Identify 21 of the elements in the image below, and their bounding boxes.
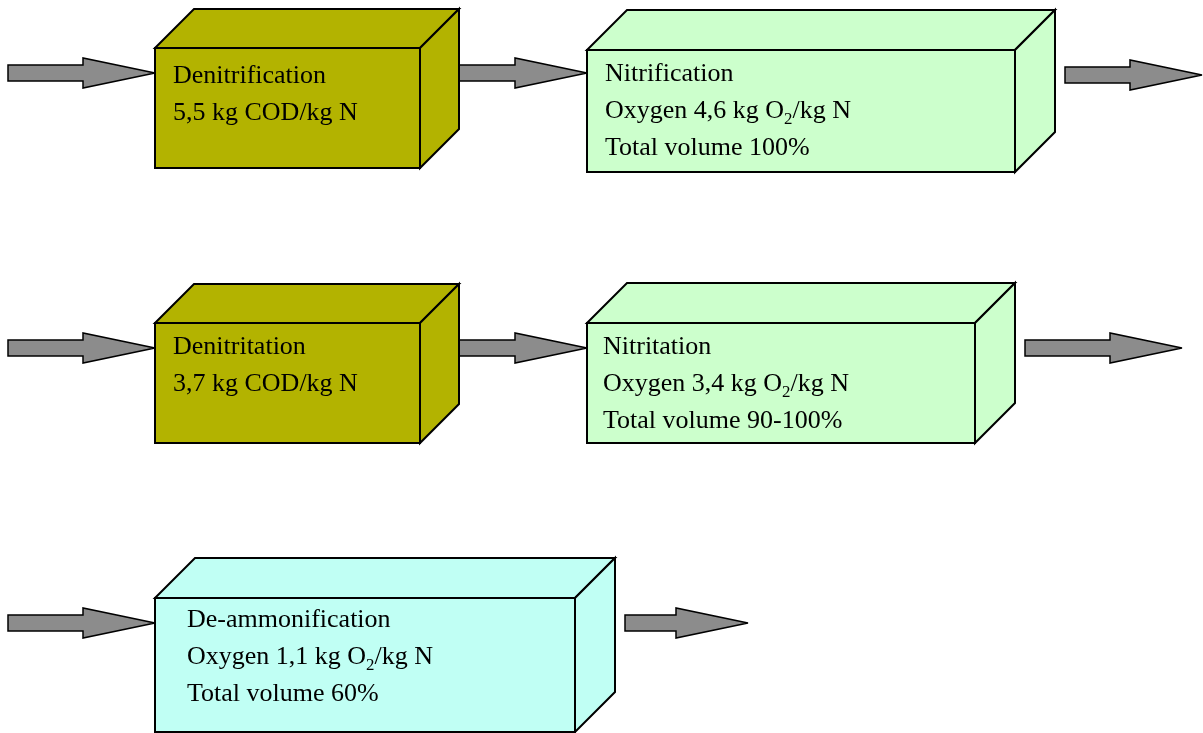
block-arrow <box>1024 332 1183 364</box>
box-text: Oxygen 1,1 kg O$_{2}$/kg N <box>187 640 434 674</box>
box-text: Oxygen 3,4 kg O$_{2}$/kg N <box>603 367 850 401</box>
box-title: Denitrification <box>173 59 328 91</box>
block-arrow <box>7 57 156 89</box>
box-text: Oxygen 4,6 kg O$_{2}$/kg N <box>605 94 852 128</box>
block-arrow <box>7 332 156 364</box>
block-arrow <box>7 607 156 639</box>
block-arrow <box>458 332 588 364</box>
box-title: Nitrification <box>605 57 735 89</box>
box-title: Nitritation <box>603 330 713 362</box>
block-arrow <box>624 607 749 639</box>
box-text: Total volume 60% <box>187 677 380 709</box>
box-title: Denitritation <box>173 330 307 362</box>
box-title: De-ammonification <box>187 603 392 635</box>
box-text: 5,5 kg COD/kg N <box>173 96 358 128</box>
block-arrow <box>458 57 588 89</box>
box-text: Total volume 100% <box>605 131 811 163</box>
box-text: Total volume 90-100% <box>603 404 844 436</box>
box-text: 3,7 kg COD/kg N <box>173 367 358 399</box>
block-arrow <box>1064 59 1203 91</box>
